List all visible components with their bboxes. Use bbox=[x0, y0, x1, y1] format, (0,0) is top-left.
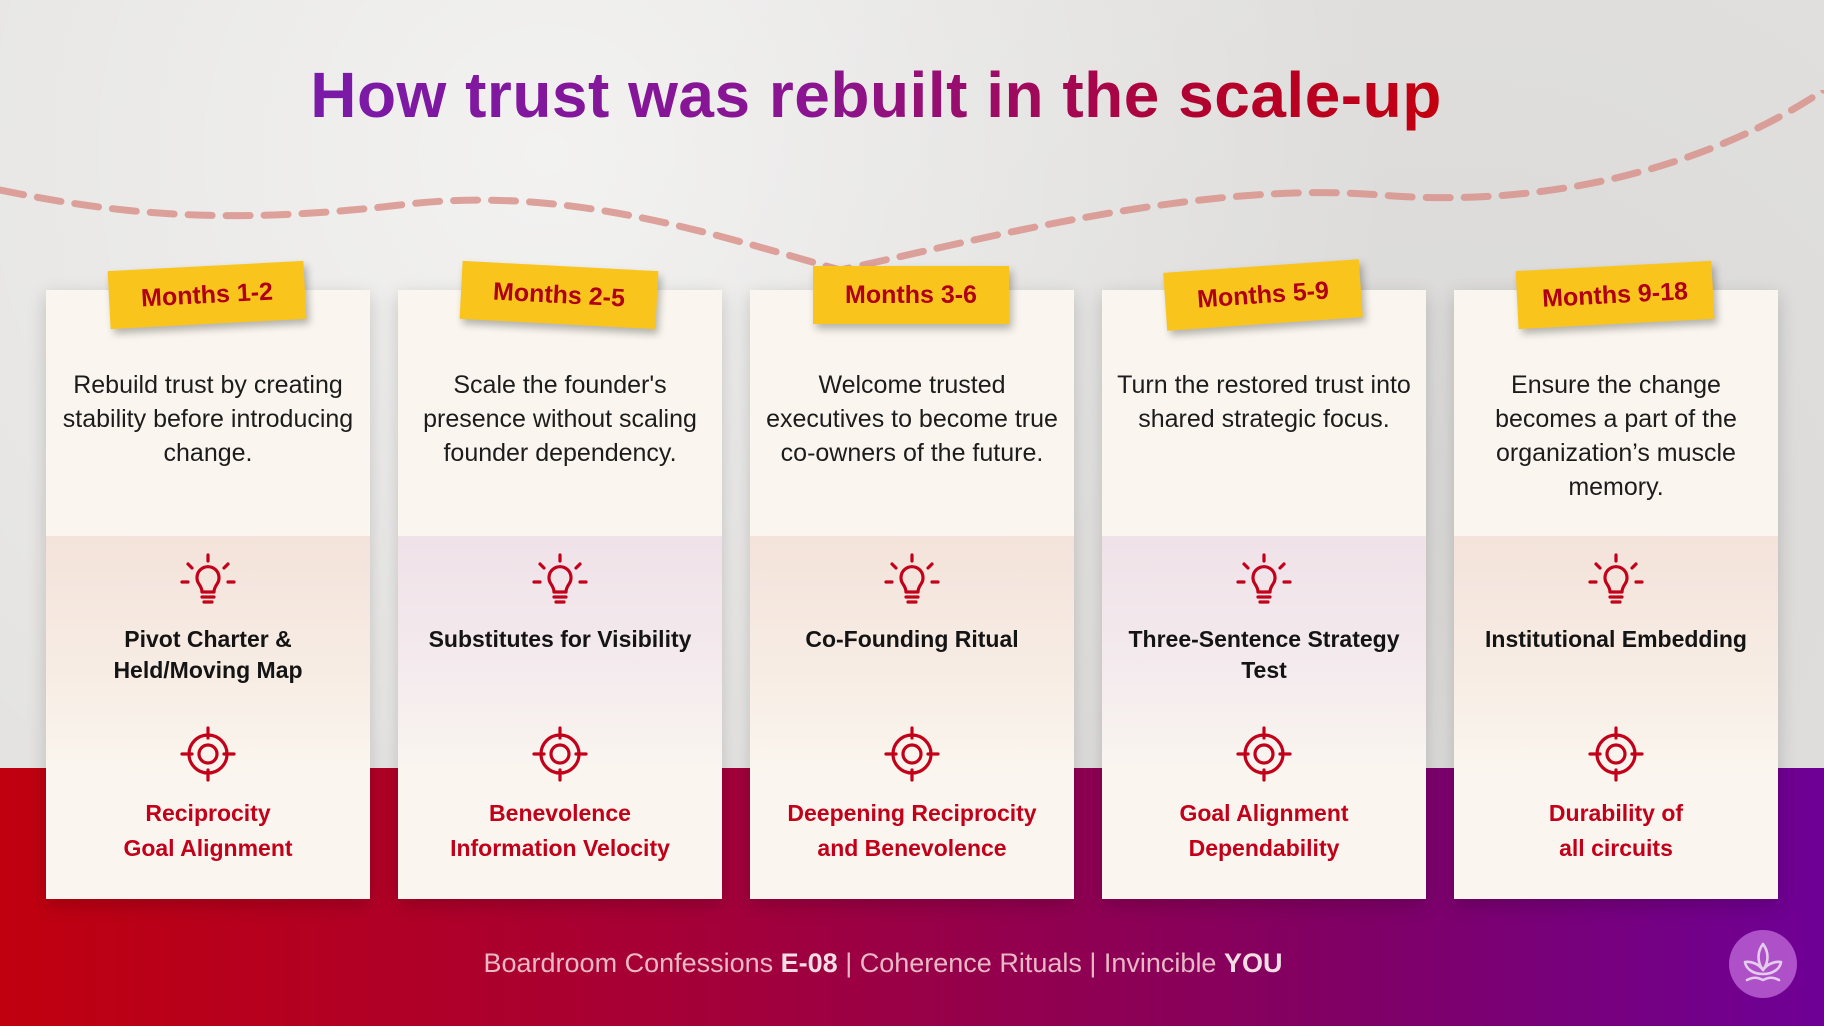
lightbulb-icon bbox=[884, 553, 940, 604]
trust-outcome: Durability of all circuits bbox=[1548, 800, 1684, 861]
lightbulb-icon bbox=[532, 553, 588, 604]
period-tag: Months 1-2 bbox=[107, 260, 307, 330]
lotus-logo-icon bbox=[1729, 930, 1797, 998]
lightbulb-icon bbox=[1588, 553, 1644, 604]
trust-outcome: Benevolence Information Velocity bbox=[450, 800, 670, 861]
period-tag: Months 2-5 bbox=[459, 260, 659, 330]
target-icon bbox=[1236, 726, 1292, 782]
timeline-card: Months 9-18 Ensure the change becomes a … bbox=[1454, 260, 1778, 899]
trust-outcome: Deepening Reciprocity and Benevolence bbox=[787, 800, 1037, 861]
period-tag: Months 9-18 bbox=[1515, 260, 1715, 330]
timeline-card: Months 2-5 Scale the founder's presence … bbox=[398, 260, 722, 899]
trust-outcome: Goal Alignment Dependability bbox=[1179, 800, 1349, 861]
ritual-name: Pivot Charter & Held/Moving Map bbox=[113, 626, 303, 683]
timeline-card: Months 1-2 Rebuild trust by creating sta… bbox=[46, 260, 370, 899]
target-icon bbox=[884, 726, 940, 782]
lightbulb-icon bbox=[1236, 553, 1292, 604]
footer-credits: Boardroom Confessions E-08 | Coherence R… bbox=[483, 948, 1283, 978]
page-title: How trust was rebuilt in the scale-up bbox=[310, 59, 1442, 131]
trust-outcome: Reciprocity Goal Alignment bbox=[123, 800, 293, 861]
target-icon bbox=[1588, 726, 1644, 782]
card-description: Ensure the change becomes a part of the … bbox=[1495, 371, 1737, 501]
target-icon bbox=[180, 726, 236, 782]
period-tag: Months 3-6 bbox=[813, 266, 1009, 324]
card-description: Turn the restored trust into shared stra… bbox=[1117, 371, 1411, 433]
lightbulb-icon bbox=[180, 553, 236, 604]
card-description: Scale the founder's presence without sca… bbox=[423, 371, 697, 467]
card-description: Rebuild trust by creating stability befo… bbox=[62, 371, 354, 467]
timeline-card: Months 3-6 Welcome trusted executives to… bbox=[750, 266, 1074, 899]
ritual-name: Institutional Embedding bbox=[1485, 626, 1747, 652]
timeline-card: Months 5-9 Turn the restored trust into … bbox=[1102, 259, 1426, 899]
ritual-name: Three-Sentence Strategy Test bbox=[1128, 626, 1400, 683]
period-tag: Months 5-9 bbox=[1163, 259, 1363, 331]
card-description: Welcome trusted executives to become tru… bbox=[766, 371, 1058, 467]
ritual-name: Co-Founding Ritual bbox=[805, 626, 1019, 652]
target-icon bbox=[532, 726, 588, 782]
ritual-name: Substitutes for Visibility bbox=[428, 626, 692, 652]
